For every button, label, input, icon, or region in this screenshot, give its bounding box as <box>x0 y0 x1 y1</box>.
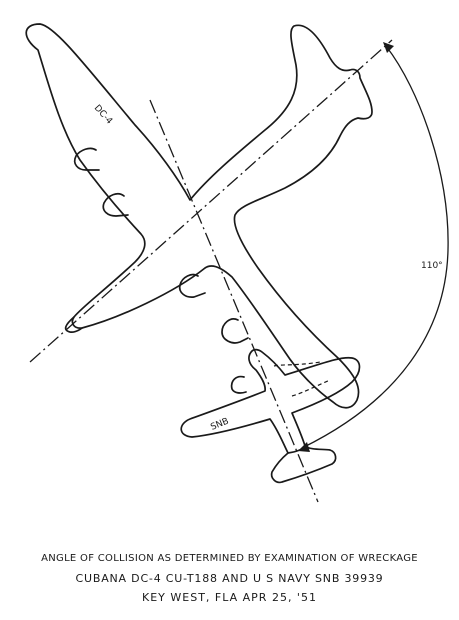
angle-arc <box>301 45 449 449</box>
dc4-label: DC-4 <box>92 103 114 126</box>
dc4-engine-4 <box>221 318 249 344</box>
angle-indicator: 110° <box>298 42 449 452</box>
dc4-aircraft: DC-4 <box>25 23 393 409</box>
dc4-outline <box>25 23 373 409</box>
caption-line-1: ANGLE OF COLLISION AS DETERMINED BY EXAM… <box>41 553 418 564</box>
dc4-engine-3 <box>178 273 206 298</box>
dc4-engine-2 <box>102 193 129 217</box>
snb-hidden-outline <box>273 361 331 397</box>
caption-line-3: KEY WEST, FLA APR 25, '51 <box>142 591 317 604</box>
snb-outline <box>180 348 361 454</box>
snb-aircraft: SNB <box>149 99 361 503</box>
dc4-nose <box>64 316 83 333</box>
angle-label: 110° <box>421 261 443 271</box>
collision-diagram: DC-4 SNB 110° <box>25 23 449 503</box>
snb-engine-port <box>230 375 247 394</box>
dc4-engine-1 <box>73 147 100 171</box>
caption-line-2: CUBANA DC-4 CU-T188 AND U S NAVY SNB 399… <box>75 572 384 585</box>
dc4-centerline <box>29 39 393 363</box>
snb-centerline <box>149 99 319 503</box>
angle-arrowhead-top <box>383 42 394 53</box>
angle-arrowhead-bottom <box>298 442 310 452</box>
snb-tail <box>270 445 337 484</box>
